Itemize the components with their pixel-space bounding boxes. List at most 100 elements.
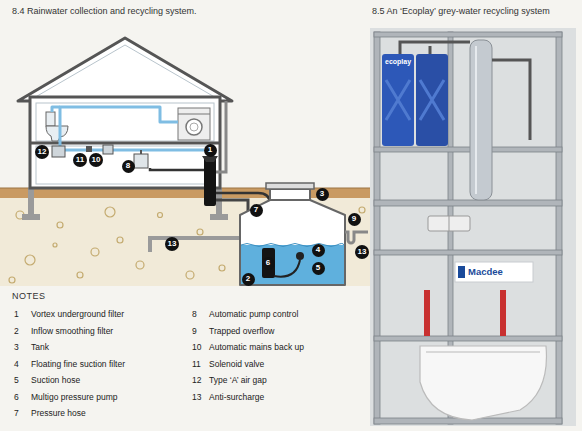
downpipe-part — [216, 101, 226, 172]
tank-part — [270, 189, 310, 200]
flush-plate-part — [449, 216, 450, 231]
note-text: Floating fine suction filter — [31, 359, 125, 369]
filter-cylinder-part — [470, 40, 492, 200]
supply-pipes-part — [52, 107, 60, 112]
overflow-part — [345, 232, 368, 243]
callout-number: 4 — [312, 244, 325, 257]
ground-part — [0, 198, 370, 286]
toilet-part — [46, 126, 68, 141]
grey-water-tanks-part — [386, 80, 444, 120]
grey-water-tanks — [382, 54, 448, 146]
note-text: Automatic mains back up — [209, 342, 304, 352]
callout-text: 8 — [126, 162, 130, 170]
toilet-pan-part — [420, 346, 546, 420]
brand-label: ecoplay — [385, 58, 411, 66]
callout-number: 2 — [242, 273, 255, 286]
stones-part — [77, 272, 83, 278]
logo-plate-part — [458, 266, 465, 278]
callout-number: 12 — [35, 145, 49, 159]
vortex-filter-part — [204, 156, 216, 206]
tank-part — [240, 200, 345, 285]
suction-filter — [296, 252, 304, 260]
tank-part — [241, 244, 344, 247]
frame-part — [374, 250, 562, 255]
note-text: Trapped overflow — [209, 326, 274, 336]
top-plumbing-part — [400, 42, 470, 54]
callout-text: 3 — [320, 190, 324, 198]
house-part — [36, 146, 214, 184]
stones-part — [158, 213, 163, 218]
note-number: 10 — [192, 342, 201, 352]
callout-number: 13 — [355, 245, 369, 259]
toilet-pan — [420, 346, 546, 420]
stones-part — [359, 207, 365, 213]
callout-text: 6 — [266, 259, 270, 267]
note-text: Solenoid valve — [209, 359, 264, 369]
callout-text: 11 — [76, 156, 84, 164]
house-part — [28, 188, 34, 216]
callout-number: 3 — [316, 188, 329, 201]
note-text: Suction hose — [31, 375, 80, 385]
stones-part — [136, 261, 144, 269]
note-number: 6 — [14, 392, 19, 402]
note-text: Anti-surcharge — [209, 392, 264, 402]
callout-number: 6 — [262, 257, 275, 270]
callout-text: 2 — [246, 275, 250, 283]
note-number: 2 — [14, 326, 19, 336]
vortex-filter — [202, 156, 218, 206]
control-units-part — [103, 145, 113, 154]
photo-background — [370, 28, 576, 426]
washing-machine — [178, 108, 210, 140]
toilet — [46, 112, 68, 141]
frame-part — [374, 32, 380, 424]
frame-part — [374, 200, 562, 206]
note-text: Tank — [31, 342, 49, 352]
stones-part — [117, 237, 123, 243]
house-part — [30, 97, 220, 188]
frame — [374, 32, 562, 424]
note-number: 7 — [14, 408, 19, 418]
washing-machine-part — [178, 114, 210, 115]
control-units-part — [86, 146, 92, 152]
note-text: Vortex underground filter — [31, 309, 124, 319]
callout-number: 11 — [73, 153, 87, 167]
figure-heading: 8.5 An ‘Ecoplay’ grey-water recycling sy… — [372, 6, 578, 17]
house-part — [32, 45, 218, 99]
house-part — [22, 214, 40, 220]
note-number: 9 — [192, 326, 197, 336]
toilet-pan-part — [426, 351, 540, 353]
control-units-part — [140, 150, 142, 154]
stones-part — [219, 265, 225, 271]
callout-number: 7 — [250, 204, 263, 217]
tank — [240, 183, 345, 285]
stones-part — [25, 255, 35, 265]
figure-heading: 8.4 Rainwater collection and recycling s… — [12, 6, 197, 17]
house-part — [18, 38, 232, 101]
pressure-hose-part — [150, 168, 204, 170]
stones-part — [91, 248, 99, 256]
note-number: 5 — [14, 375, 19, 385]
logo-plate-part — [455, 262, 533, 282]
washing-machine-part — [178, 108, 210, 140]
callout-text: 1 — [208, 146, 212, 154]
control-units-part — [52, 146, 65, 157]
stones-part — [57, 222, 63, 228]
callout-number: 1 — [204, 144, 217, 157]
note-number: 1 — [14, 309, 19, 319]
overflow — [345, 232, 368, 243]
note-number: 11 — [192, 359, 201, 369]
suction-hose — [274, 260, 300, 277]
stones-part — [186, 271, 194, 279]
callout-text: 5 — [316, 264, 320, 272]
callout-text: 7 — [254, 206, 258, 214]
note-text: Type ‘A’ air gap — [209, 375, 267, 385]
stones-part — [9, 277, 15, 283]
brand-logo: Macdee — [468, 266, 503, 277]
callout-number: 8 — [122, 160, 135, 173]
flush-plate-part — [428, 216, 470, 231]
house — [18, 38, 232, 220]
callout-number: 5 — [312, 262, 325, 275]
note-number: 3 — [14, 342, 19, 352]
logo-plate — [455, 262, 533, 282]
